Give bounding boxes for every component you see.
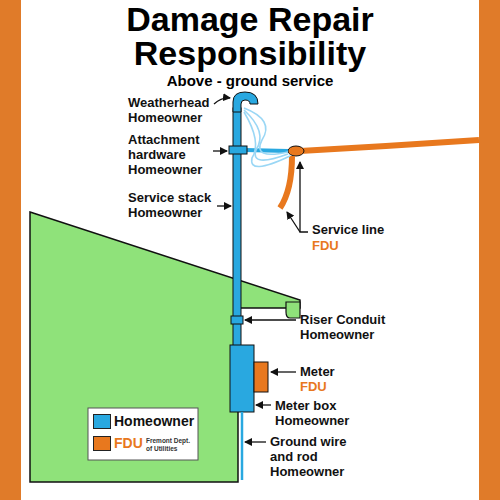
- weatherhead: [233, 92, 258, 112]
- legend-swatch: [93, 436, 111, 451]
- part-name: Attachment hardware: [128, 132, 210, 162]
- legend-box: [88, 408, 198, 460]
- conduit-coupling: [231, 316, 243, 324]
- wire: [244, 112, 290, 167]
- service-stack: [233, 108, 241, 348]
- drip-loop: [280, 156, 292, 208]
- owner-name: Homeowner: [275, 413, 349, 428]
- wire: [244, 108, 288, 154]
- owner-name: Homeowner: [128, 205, 202, 220]
- insulator: [288, 146, 304, 156]
- meter-box: [230, 345, 254, 412]
- gutter: [286, 302, 300, 318]
- side-band: [479, 0, 500, 500]
- part-name: Service stack: [128, 190, 211, 205]
- leader-line: [217, 205, 231, 206]
- legend-swatch: [93, 414, 111, 429]
- part-name: Weatherhead: [128, 95, 209, 110]
- leader-line: [214, 98, 230, 104]
- legend-text: FDU: [114, 435, 143, 451]
- attachment-clamp: [229, 146, 247, 154]
- ground-wire: [241, 412, 244, 480]
- leader-line: [245, 319, 296, 320]
- leader-line: [213, 150, 227, 151]
- owner-name: FDU: [300, 379, 327, 394]
- owner-name: Homeowner: [270, 464, 344, 479]
- subtitle: Above - ground service: [100, 72, 400, 89]
- side-band: [0, 0, 21, 500]
- owner-name: Homeowner: [128, 162, 202, 177]
- wire: [244, 110, 288, 160]
- part-name: Service line: [312, 222, 384, 237]
- part-name: Meter: [300, 364, 335, 379]
- owner-name: FDU: [312, 238, 339, 253]
- legend-note: Fremont Dept. of Utilities: [146, 437, 194, 453]
- meter: [254, 362, 268, 392]
- owner-name: Homeowner: [300, 327, 374, 342]
- service-line: [300, 140, 479, 151]
- leader-line: [256, 404, 271, 405]
- part-name: Riser Conduit: [300, 312, 385, 327]
- title: Damage Repair Responsibility: [90, 2, 410, 70]
- owner-name: Homeowner: [128, 110, 202, 125]
- part-name: Ground wire and rod: [270, 434, 370, 464]
- leader-line: [245, 441, 266, 442]
- legend-text: Homeowner: [114, 413, 194, 429]
- house-wall: [30, 212, 300, 482]
- attachment-arm: [245, 150, 288, 151]
- part-name: Meter box: [275, 398, 336, 413]
- leader-line: [287, 212, 300, 232]
- leader-line: [300, 162, 308, 232]
- leader-line: [271, 371, 296, 372]
